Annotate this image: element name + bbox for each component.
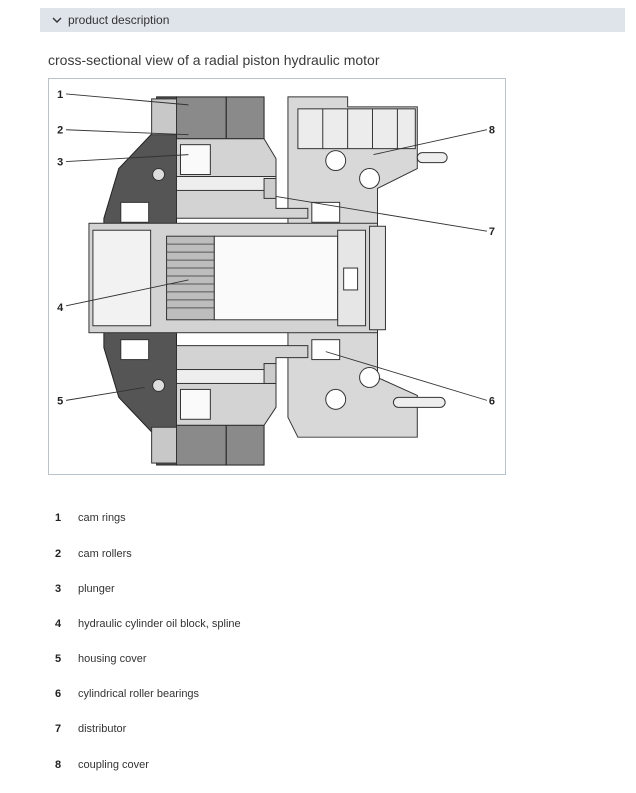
callout-3: 3: [57, 157, 63, 169]
figure-caption: cross-sectional view of a radial piston …: [48, 52, 380, 68]
legend-item: 7 distributor: [48, 711, 126, 747]
legend-text: hydraulic cylinder oil block, spline: [78, 618, 241, 630]
legend-number: 6: [55, 688, 62, 700]
legend-text: plunger: [78, 583, 115, 595]
legend-item: 8 coupling cover: [48, 747, 149, 783]
callout-8: 8: [489, 125, 495, 137]
callout-7: 7: [489, 226, 495, 238]
callout-5: 5: [57, 395, 63, 407]
legend-item: 4 hydraulic cylinder oil block, spline: [48, 606, 241, 642]
legend-item: 5 housing cover: [48, 641, 147, 677]
legend-item: 2 cam rollers: [48, 536, 132, 572]
callout-4: 4: [57, 302, 64, 314]
callout-1: 1: [57, 89, 63, 101]
chevron-down-icon: [50, 13, 64, 27]
legend-text: cam rings: [78, 512, 126, 524]
legend-number: 5: [55, 653, 62, 665]
legend-number: 1: [55, 512, 62, 524]
legend-item: 3 plunger: [48, 571, 115, 607]
legend-text: housing cover: [78, 653, 147, 665]
legend-number: 3: [55, 583, 62, 595]
legend-number: 7: [55, 723, 62, 735]
legend-number: 2: [55, 548, 62, 560]
motor-cross-section-figure: 1 2 3 4 5 6 7 8: [48, 78, 506, 475]
callout-6: 6: [489, 395, 495, 407]
legend-text: cam rollers: [78, 548, 132, 560]
accordion-label: product description: [68, 13, 170, 27]
legend-item: 6 cylindrical roller bearings: [48, 676, 199, 712]
legend-text: distributor: [78, 723, 127, 735]
callout-2: 2: [57, 125, 63, 137]
legend-text: cylindrical roller bearings: [78, 688, 200, 700]
legend-number: 8: [55, 759, 62, 771]
legend-item: 1 cam rings: [48, 500, 126, 536]
legend-text: coupling cover: [78, 759, 149, 771]
accordion-header-product-description[interactable]: product description: [40, 8, 625, 32]
cross-section-drawing: 1 2 3 4 5 6 7 8: [57, 89, 495, 466]
legend-number: 4: [55, 618, 62, 630]
